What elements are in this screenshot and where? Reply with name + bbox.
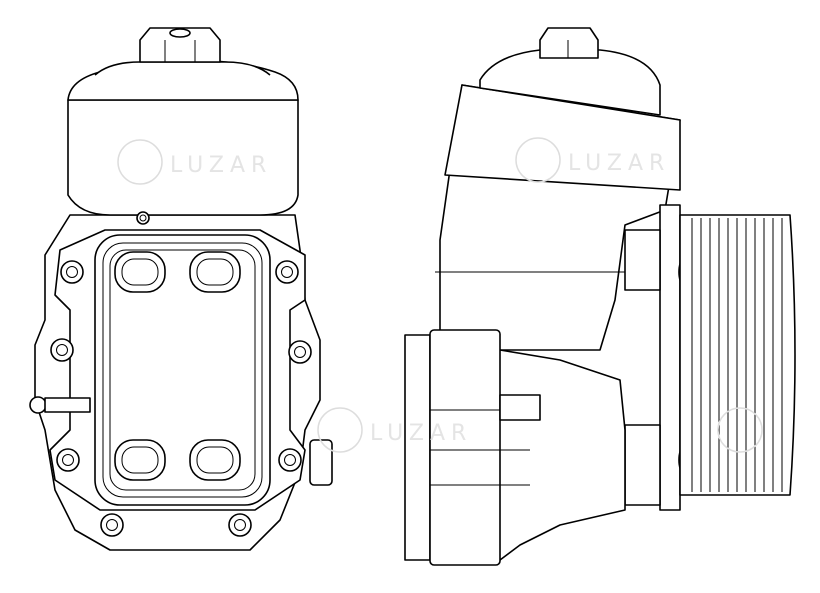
bolt-hole	[100, 513, 124, 537]
bolt-hole	[136, 211, 150, 225]
bolt-holes	[50, 211, 312, 537]
sensor-connector	[29, 396, 333, 486]
lower-housing	[404, 329, 626, 566]
bolt-hole	[278, 448, 302, 472]
mount-plate	[624, 204, 688, 511]
hex-cap	[139, 27, 221, 63]
svg-text:LUZAR: LUZAR	[370, 421, 472, 446]
bolt-hole	[60, 260, 84, 284]
bolt-hole	[50, 338, 74, 362]
side-view	[404, 27, 796, 566]
bolt-hole	[275, 260, 299, 284]
bolt-hole	[56, 448, 80, 472]
filter-body	[435, 49, 681, 351]
bolt-hole	[228, 513, 252, 537]
front-view	[29, 27, 333, 551]
svg-text:LUZAR: LUZAR	[170, 153, 272, 178]
bolt-hole	[288, 340, 312, 364]
luzar-watermark: LUZAR LUZAR LUZAR	[117, 137, 763, 453]
port-ovals	[114, 251, 241, 481]
cooler-plate	[49, 229, 306, 511]
svg-text:LUZAR: LUZAR	[568, 151, 670, 176]
side-hex-cap	[539, 27, 599, 59]
ribbed-cooler	[679, 214, 796, 496]
